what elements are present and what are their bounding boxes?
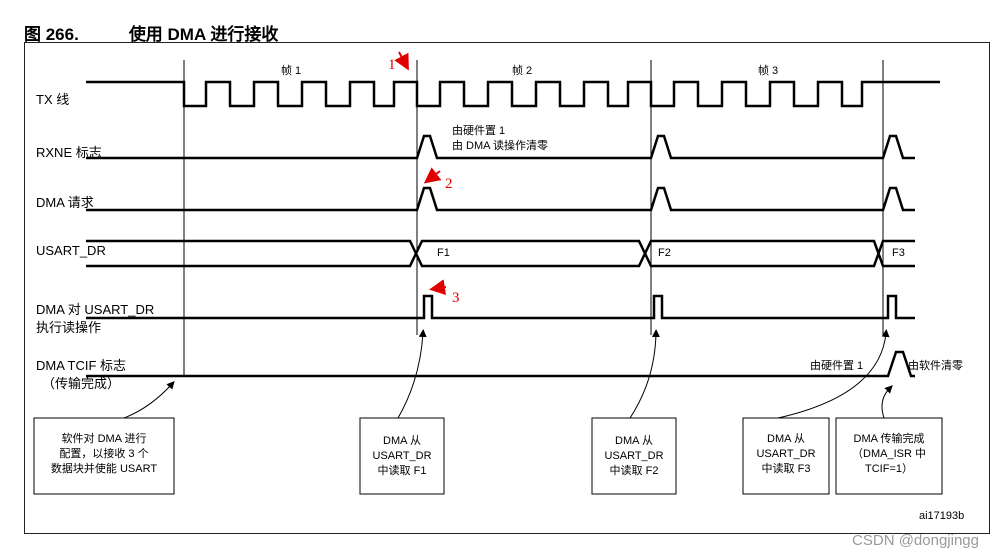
tcif-waveform bbox=[86, 350, 915, 378]
config-box-line-2: 配置，以接收 3 个 bbox=[59, 446, 148, 460]
read-f3-line-2: USART_DR bbox=[756, 448, 815, 460]
dma-read-label-2: 执行读操作 bbox=[36, 320, 101, 335]
tx-bit-dividers bbox=[229, 82, 843, 106]
read-f2-line-1: DMA 从 bbox=[615, 435, 653, 447]
frame-3-label: 帧 3 bbox=[758, 63, 778, 77]
reference-lines bbox=[183, 60, 884, 376]
dma-request-waveform bbox=[86, 186, 915, 212]
sw-clear-annotation: 由软件清零 bbox=[908, 358, 963, 372]
read-f2-line-2: USART_DR bbox=[604, 450, 663, 462]
tcif-label-1: DMA TCIF 标志 bbox=[36, 358, 126, 373]
read-f3-line-1: DMA 从 bbox=[767, 433, 805, 445]
complete-line-3: TCIF=1） bbox=[865, 462, 913, 475]
annotation-boxes bbox=[33, 417, 943, 495]
config-box-line-1: 软件对 DMA 进行 bbox=[62, 431, 147, 445]
f3-label: F3 bbox=[892, 247, 905, 259]
marker-2: 2 bbox=[445, 176, 453, 192]
read-f3-line-3: 中读取 F3 bbox=[762, 461, 811, 475]
rxne-waveform bbox=[86, 134, 915, 160]
tx-waveform bbox=[86, 80, 940, 108]
connector-arrows bbox=[123, 329, 893, 419]
marker-2-arrow bbox=[423, 167, 442, 184]
frame-2-label: 帧 2 bbox=[512, 63, 532, 77]
figure-number: 图 266. bbox=[24, 25, 79, 44]
tx-line-label: TX 线 bbox=[36, 92, 69, 107]
config-box-line-3: 数据块并使能 USART bbox=[51, 461, 157, 475]
reference-id: ai17193b bbox=[919, 510, 965, 522]
f2-label: F2 bbox=[658, 247, 671, 259]
read-f2-line-3: 中读取 F2 bbox=[610, 463, 659, 477]
tcif-hw-set-annotation: 由硬件置 1 bbox=[810, 358, 863, 372]
diagram-frame bbox=[24, 42, 990, 534]
marker-3-arrow bbox=[429, 279, 447, 296]
frame-1-label: 帧 1 bbox=[281, 63, 301, 77]
marker-1-arrow bbox=[394, 51, 409, 71]
figure-caption: 使用 DMA 进行接收 bbox=[128, 25, 279, 44]
tcif-label-2: （传输完成） bbox=[42, 376, 120, 391]
f1-label: F1 bbox=[437, 247, 450, 259]
dma-read-label-1: DMA 对 USART_DR bbox=[36, 302, 154, 317]
marker-3: 3 bbox=[452, 290, 460, 306]
dma-request-label: DMA 请求 bbox=[36, 195, 94, 210]
complete-line-1: DMA 传输完成 bbox=[854, 431, 925, 445]
read-f1-line-2: USART_DR bbox=[372, 450, 431, 462]
rxne-label: RXNE 标志 bbox=[36, 145, 102, 160]
usart-dr-label: USART_DR bbox=[36, 243, 106, 258]
read-f1-line-3: 中读取 F1 bbox=[378, 463, 427, 477]
watermark: CSDN @dongjingg bbox=[852, 532, 979, 549]
dma-read-waveform bbox=[86, 294, 915, 320]
marker-1: 1 bbox=[388, 57, 396, 73]
read-f1-line-1: DMA 从 bbox=[383, 435, 421, 447]
usart-dr-bus bbox=[86, 239, 915, 268]
complete-line-2: （DMA_ISR 中 bbox=[852, 447, 926, 460]
figure-title: 图 266. 使用 DMA 进行接收 bbox=[24, 20, 278, 45]
dma-clear-annotation: 由 DMA 读操作清零 bbox=[452, 138, 548, 152]
hw-set-annotation: 由硬件置 1 bbox=[452, 123, 505, 137]
